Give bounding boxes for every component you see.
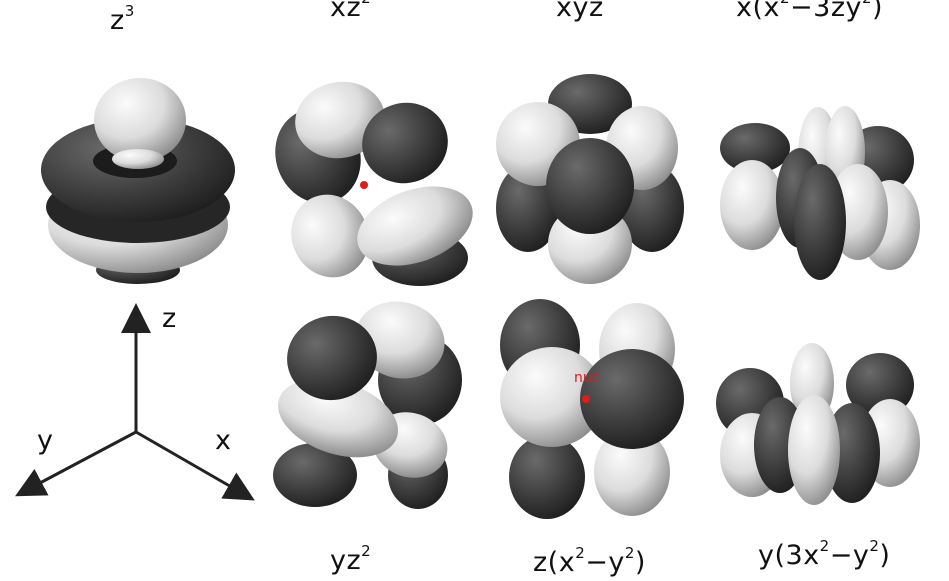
- orbital-z3: [41, 78, 235, 284]
- label-xz2: xz2: [330, 0, 371, 23]
- orbital-xyz: [496, 74, 684, 284]
- label-xyz: xyz: [556, 0, 604, 23]
- nucleus-dot: [360, 181, 368, 189]
- label-y-3x2-y2: y(3x2−y2): [758, 537, 891, 572]
- label-z-x2-y2: z(x2−y2): [533, 544, 646, 579]
- coordinate-axes: [15, 303, 255, 501]
- nucleus-dot: [582, 395, 590, 403]
- y-axis: [15, 430, 137, 497]
- orbital-x-x2-3zy2: [720, 106, 920, 280]
- axis-label-y: y: [37, 425, 53, 456]
- orbital-xz2: [275, 81, 473, 286]
- axis-label-x: x: [215, 425, 231, 456]
- orbital-z-x2-y2: [500, 299, 684, 519]
- axis-label-z: z: [162, 303, 177, 334]
- label-yz2: yz2: [330, 542, 372, 577]
- x-axis: [135, 430, 255, 501]
- label-x-x2-3zy2: x(x2−3zy2): [736, 0, 884, 23]
- orbital-y-3x2-y2: [716, 343, 920, 505]
- nuc-annotation: nuc: [574, 370, 600, 386]
- label-z3: z3: [110, 2, 135, 37]
- orbital-yz2: [273, 301, 462, 509]
